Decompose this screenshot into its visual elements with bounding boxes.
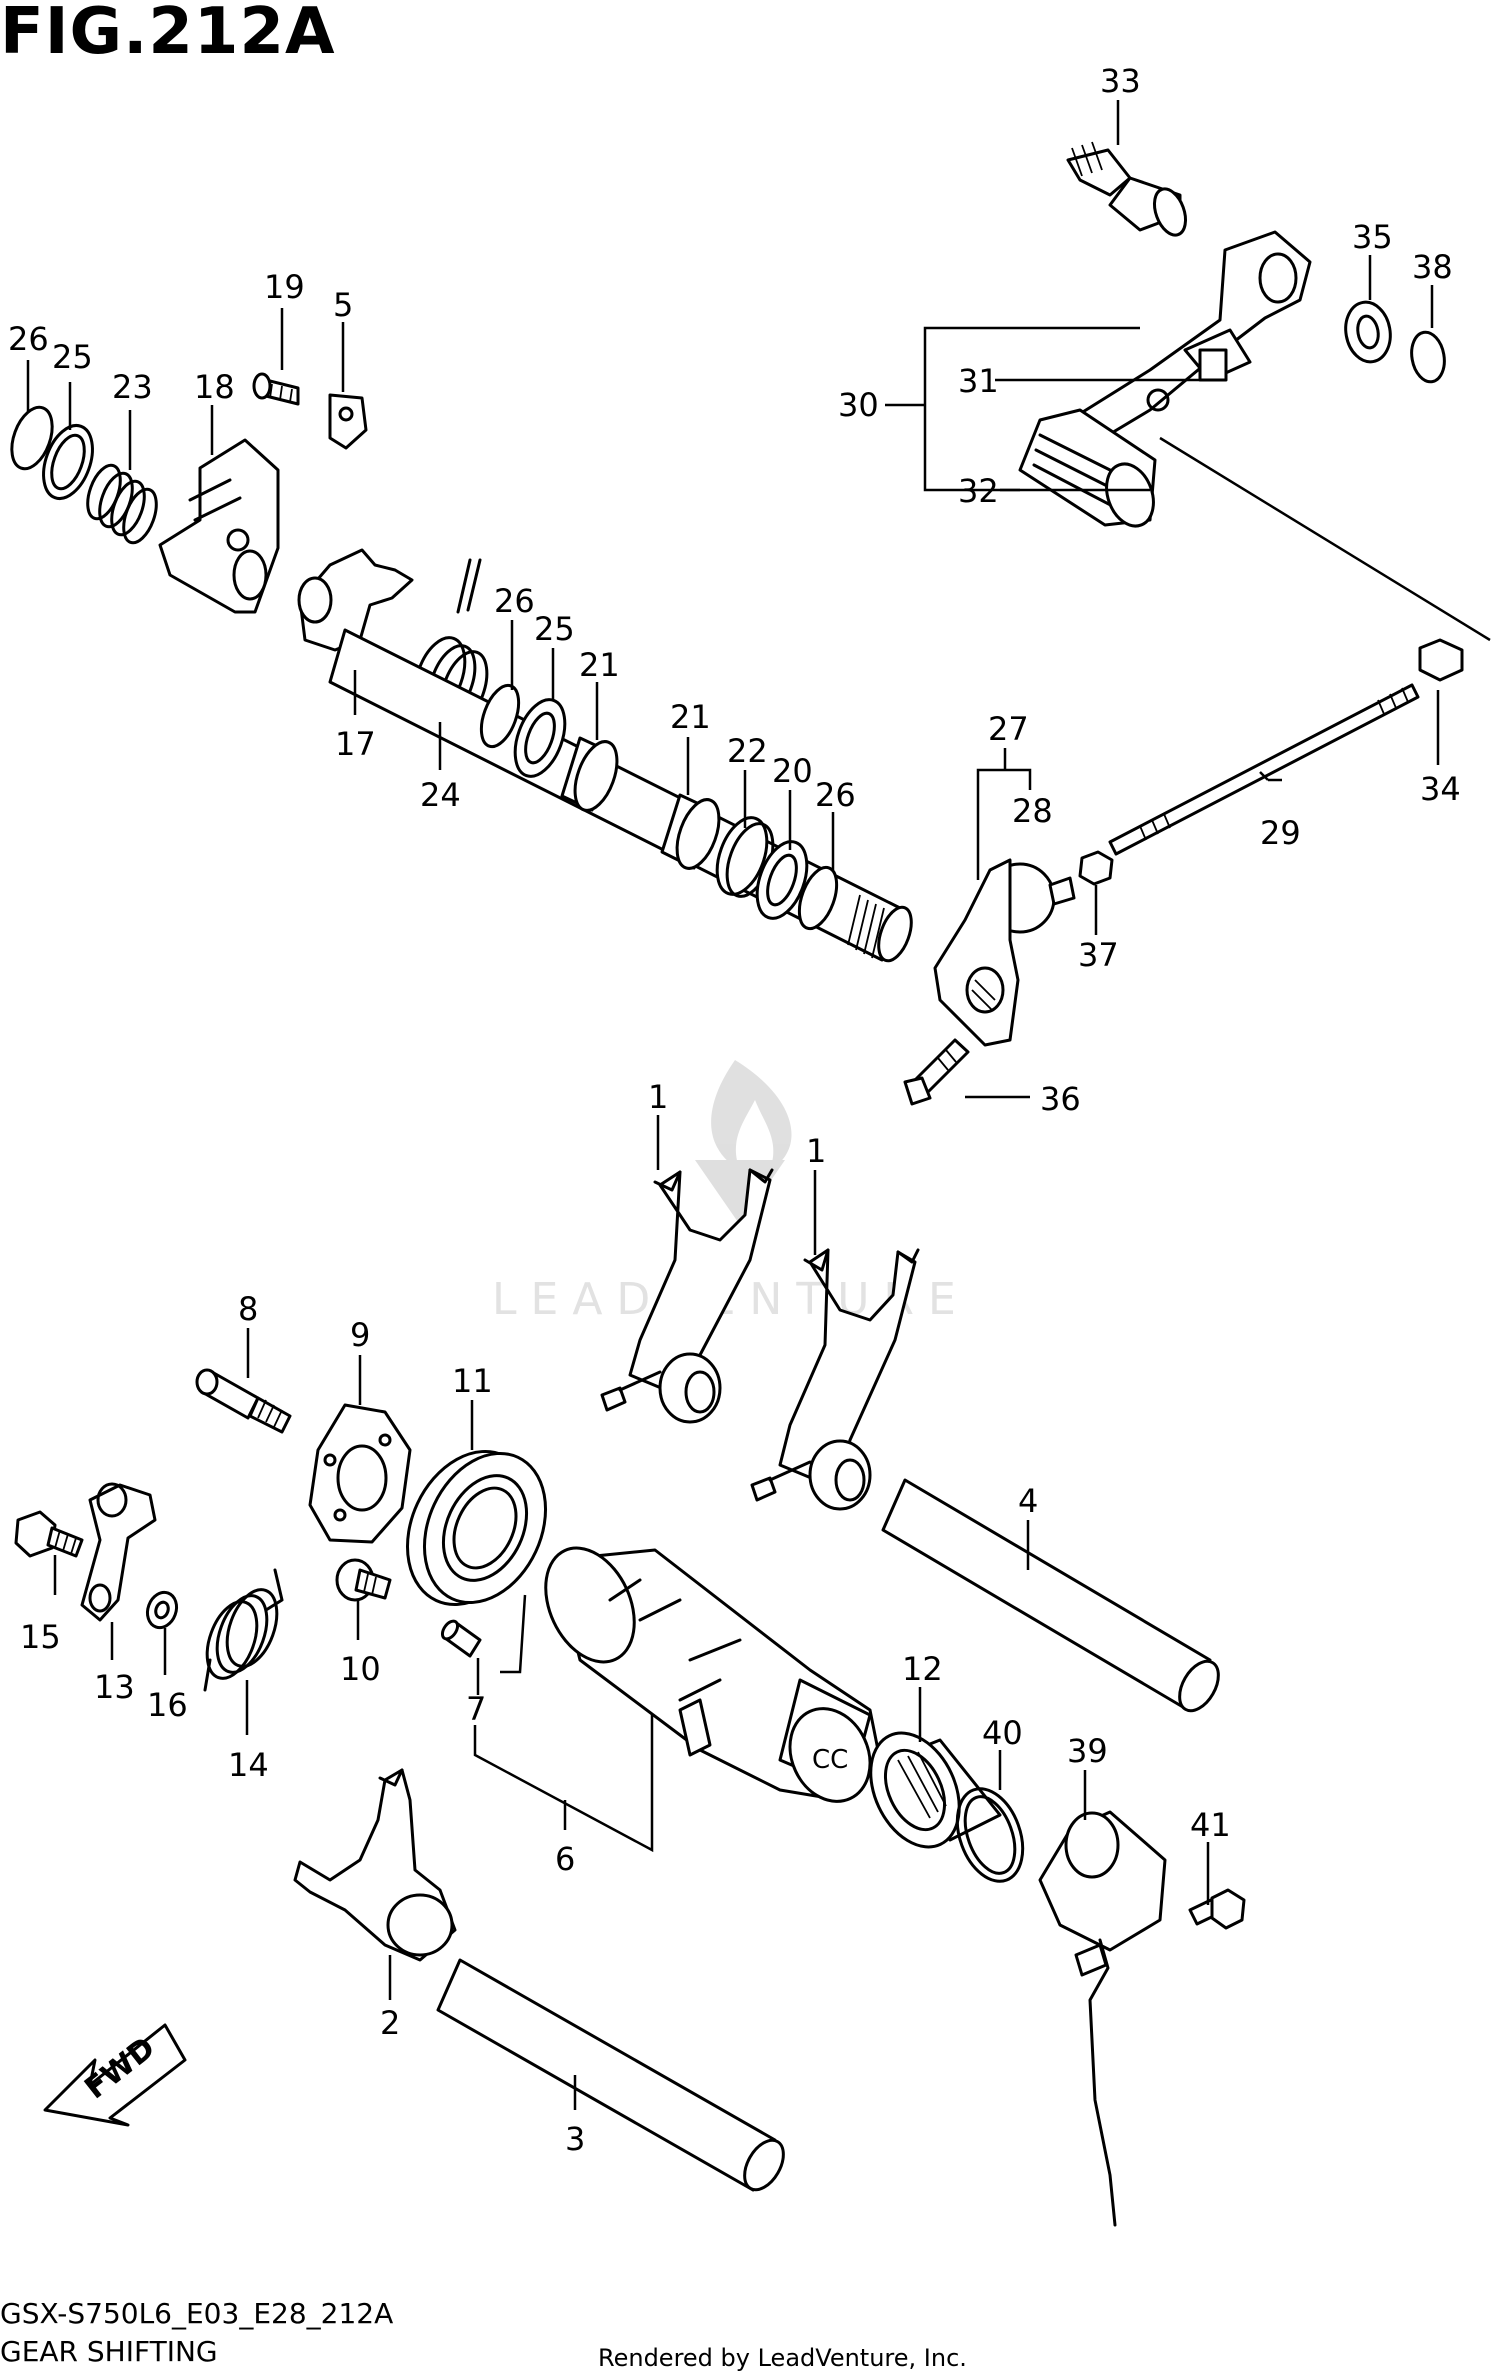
callout-23: 23 bbox=[112, 368, 153, 406]
part-25-washer-left bbox=[42, 424, 94, 500]
part-10-bolt bbox=[335, 1558, 392, 1602]
cam-drum-mark: CC bbox=[812, 1745, 848, 1775]
leader-lines bbox=[26, 100, 1491, 2110]
callout-26c: 26 bbox=[815, 776, 856, 814]
part-8-pin bbox=[195, 1368, 292, 1434]
model-code: GSX-S750L6_E03_E28_212A bbox=[0, 2297, 394, 2330]
callout-7: 7 bbox=[466, 1690, 486, 1728]
part-39-gear-position-sensor bbox=[1038, 1810, 1167, 2227]
part-21-bushing-a bbox=[560, 736, 619, 812]
part-1-shift-fork-a bbox=[600, 1168, 774, 1424]
callout-37: 37 bbox=[1078, 936, 1119, 974]
part-36-bolt bbox=[903, 1038, 970, 1106]
callout-1b: 1 bbox=[806, 1132, 826, 1170]
callout-35: 35 bbox=[1352, 218, 1393, 256]
part-30-gearshift-lever bbox=[1068, 230, 1312, 442]
callout-4: 4 bbox=[1018, 1482, 1038, 1520]
callout-34: 34 bbox=[1420, 770, 1461, 808]
part-5-lock-washer bbox=[328, 393, 368, 450]
part-4-fork-shaft bbox=[881, 1478, 1220, 1713]
part-19-bolt bbox=[252, 372, 300, 406]
part-29-gearshift-link-rod bbox=[1108, 683, 1420, 856]
part-32-footpeg-rubber bbox=[1018, 408, 1157, 528]
callout-18: 18 bbox=[194, 368, 235, 406]
part-12-needle-bearing bbox=[869, 1731, 1002, 1849]
part-13-stopper-arm bbox=[80, 1482, 157, 1622]
rendered-by: Rendered by LeadVenture, Inc. bbox=[598, 2344, 967, 2372]
callout-21a: 21 bbox=[579, 646, 620, 684]
part-2-shift-fork bbox=[293, 1768, 457, 1962]
part-35-washer bbox=[1344, 300, 1392, 364]
part-11-bearing bbox=[406, 1449, 548, 1607]
part-23-spring bbox=[86, 463, 158, 545]
callout-10: 10 bbox=[340, 1650, 381, 1688]
callout-29: 29 bbox=[1260, 814, 1301, 852]
figure-title: FIG.212A bbox=[0, 0, 336, 69]
callout-12: 12 bbox=[902, 1650, 943, 1688]
part-25-washer-mid bbox=[513, 698, 567, 778]
callout-31: 31 bbox=[958, 362, 999, 400]
part-33-lever-bolt bbox=[1066, 141, 1188, 237]
watermark-logo-icon bbox=[695, 1060, 792, 1225]
callout-25a: 25 bbox=[52, 338, 93, 376]
callout-11: 11 bbox=[452, 1362, 493, 1400]
part-37-nut bbox=[1078, 850, 1114, 886]
callout-22: 22 bbox=[727, 732, 768, 770]
callout-21b: 21 bbox=[670, 698, 711, 736]
callout-24: 24 bbox=[420, 776, 461, 814]
callout-5: 5 bbox=[333, 286, 353, 324]
part-9-gearshift-cam bbox=[308, 1403, 412, 1544]
part-17-shift-shaft-arm bbox=[297, 548, 414, 652]
part-6-gearshift-cam-drum: CC bbox=[544, 1546, 882, 1803]
section-name: GEAR SHIFTING bbox=[0, 2335, 218, 2368]
part-20-washer bbox=[755, 840, 809, 920]
callout-1a: 1 bbox=[648, 1078, 668, 1116]
callout-38: 38 bbox=[1412, 248, 1453, 286]
callout-40: 40 bbox=[982, 1714, 1023, 1752]
part-18-gearshift-plate bbox=[158, 438, 280, 614]
callout-20: 20 bbox=[772, 752, 813, 790]
callout-19: 19 bbox=[264, 268, 305, 306]
callout-8: 8 bbox=[238, 1290, 258, 1328]
part-16-washer bbox=[145, 1590, 179, 1630]
part-14-spring bbox=[203, 1568, 284, 1692]
fwd-arrow-icon: FWD bbox=[43, 2023, 187, 2127]
callout-36: 36 bbox=[1040, 1080, 1081, 1118]
callout-3: 3 bbox=[565, 2120, 585, 2158]
part-26-circlip-right bbox=[797, 865, 839, 931]
part-38-circlip bbox=[1410, 330, 1446, 384]
part-3-fork-shaft bbox=[436, 1958, 785, 2192]
callout-16: 16 bbox=[147, 1686, 188, 1724]
callout-9: 9 bbox=[350, 1316, 370, 1354]
part-21-bushing-b bbox=[660, 793, 721, 870]
callout-27: 27 bbox=[988, 710, 1029, 748]
callout-26a: 26 bbox=[8, 320, 49, 358]
callout-14: 14 bbox=[228, 1746, 269, 1784]
part-31-lever-spacer bbox=[1198, 348, 1228, 382]
callout-39: 39 bbox=[1067, 1732, 1108, 1770]
part-26-circlip-left bbox=[10, 405, 54, 471]
callout-2: 2 bbox=[380, 2004, 400, 2042]
callout-30: 30 bbox=[838, 386, 879, 424]
callout-6: 6 bbox=[555, 1840, 575, 1878]
part-15-bolt bbox=[14, 1510, 84, 1558]
callout-13: 13 bbox=[94, 1668, 135, 1706]
callout-33: 33 bbox=[1100, 62, 1141, 100]
callout-41: 41 bbox=[1190, 1806, 1231, 1844]
callout-26b: 26 bbox=[494, 582, 535, 620]
callout-25b: 25 bbox=[534, 610, 575, 648]
callout-28: 28 bbox=[1012, 792, 1053, 830]
part-41-bolt bbox=[1188, 1888, 1246, 1930]
part-34-rod-end-nut bbox=[1418, 638, 1464, 682]
callout-15: 15 bbox=[20, 1618, 61, 1656]
callouts: 26 25 23 18 19 5 17 24 26 25 21 21 22 20… bbox=[8, 62, 1461, 2158]
part-1-shift-fork-b bbox=[750, 1248, 920, 1511]
callout-17: 17 bbox=[335, 725, 376, 763]
part-7-pin bbox=[440, 1619, 482, 1658]
part-27-gearshift-arm bbox=[933, 858, 1020, 1047]
part-40-o-ring bbox=[955, 1787, 1025, 1883]
callout-32: 32 bbox=[958, 472, 999, 510]
